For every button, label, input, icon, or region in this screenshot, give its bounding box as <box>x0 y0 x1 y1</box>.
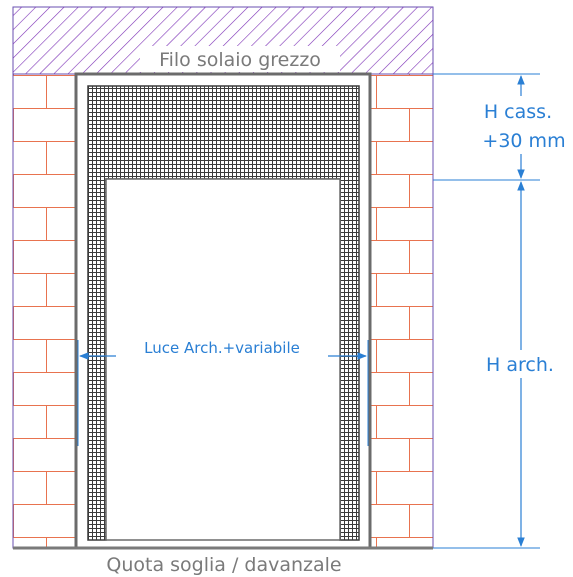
arch-height-label: H arch. <box>486 354 554 376</box>
extension-lines <box>433 73 540 549</box>
sill-level-label: Quota soglia / davanzale <box>106 554 341 576</box>
brick-wall-left <box>12 73 77 549</box>
box-height-label-2: +30 mm <box>482 130 565 152</box>
shutter-mesh <box>87 85 360 541</box>
box-height-label-1: H cass. <box>484 101 552 123</box>
slab-level-label: Filo solaio grezzo <box>159 49 321 71</box>
brick-wall-right <box>369 73 434 549</box>
width-label: Luce Arch.+variabile <box>144 339 300 357</box>
